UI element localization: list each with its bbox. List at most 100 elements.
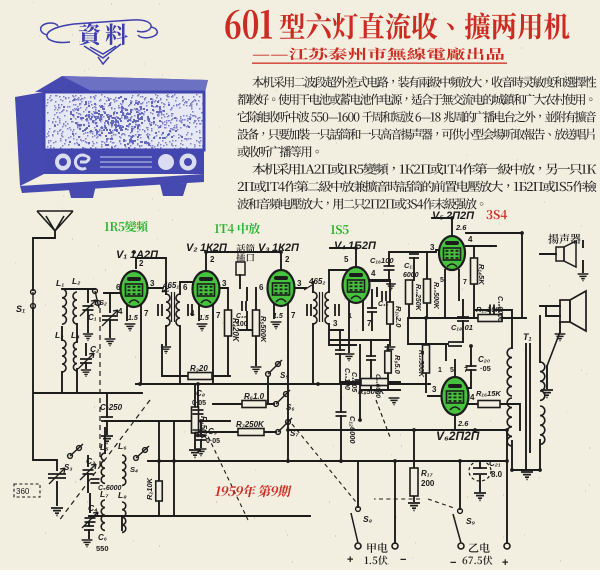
svg-text:C₅6000: C₅6000 xyxy=(98,485,121,492)
svg-text:2П2П: 2П2П xyxy=(445,210,475,222)
svg-text:5: 5 xyxy=(450,367,454,374)
svg-text:200: 200 xyxy=(421,479,435,488)
svg-text:C₁₈·01: C₁₈·01 xyxy=(451,323,473,332)
svg-text:R₁₁250K: R₁₁250K xyxy=(414,284,421,312)
svg-text:C₁₇: C₁₇ xyxy=(404,261,415,270)
svg-text:7: 7 xyxy=(144,309,149,318)
svg-text:R₂10K: R₂10K xyxy=(145,477,154,500)
svg-text:4: 4 xyxy=(371,269,376,278)
svg-text:5: 5 xyxy=(344,255,349,264)
svg-text:C₁₄6000: C₁₄6000 xyxy=(374,374,381,398)
svg-text:L₈: L₈ xyxy=(118,490,127,500)
svg-text:C₁₂6000: C₁₂6000 xyxy=(348,416,357,444)
svg-text:0·05: 0·05 xyxy=(206,438,220,445)
svg-text:R₁₆15K: R₁₆15K xyxy=(476,389,501,398)
svg-text:6: 6 xyxy=(183,283,188,292)
svg-text:R₁₀2.0: R₁₀2.0 xyxy=(394,306,403,328)
svg-text:4: 4 xyxy=(468,235,473,244)
svg-text:R₈500K: R₈500K xyxy=(358,387,385,396)
svg-text:100: 100 xyxy=(236,321,248,328)
svg-text:R₄20K: R₄20K xyxy=(231,318,240,343)
svg-text:2.6: 2.6 xyxy=(457,419,469,428)
svg-text:465₁: 465₁ xyxy=(162,281,179,290)
svg-text:L₄: L₄ xyxy=(71,330,80,340)
svg-text:3: 3 xyxy=(430,243,435,252)
svg-text:2: 2 xyxy=(210,255,215,264)
svg-text:7: 7 xyxy=(463,279,467,286)
svg-text:360: 360 xyxy=(16,487,30,496)
svg-text:R₅500K: R₅500K xyxy=(259,316,268,343)
svg-text:L₁: L₁ xyxy=(56,278,64,288)
svg-text:R₁₄5K: R₁₄5K xyxy=(477,264,486,285)
svg-text:V₆2П2П: V₆2П2П xyxy=(436,429,480,443)
svg-text:R₁₂500K: R₁₂500K xyxy=(417,350,424,378)
svg-text:C₁: C₁ xyxy=(88,313,97,322)
svg-text:C₁₀: C₁₀ xyxy=(236,313,247,320)
svg-text:L₅: L₅ xyxy=(100,442,109,452)
svg-text:7: 7 xyxy=(464,367,468,374)
svg-text:R₁₃500K: R₁₃500K xyxy=(432,282,439,310)
svg-text:C₁₁·05: C₁₁·05 xyxy=(350,372,357,392)
svg-text:C₁₉6000: C₁₉6000 xyxy=(496,296,503,322)
svg-text:C₉: C₉ xyxy=(208,427,217,436)
svg-text:+: + xyxy=(502,557,508,569)
svg-text:7: 7 xyxy=(216,311,221,320)
svg-text:2.6: 2.6 xyxy=(455,223,467,232)
svg-text:8.0: 8.0 xyxy=(491,470,503,479)
svg-text:C₁₃100: C₁₃100 xyxy=(343,368,350,390)
svg-text:1: 1 xyxy=(438,367,442,374)
svg-text:0·05: 0·05 xyxy=(192,400,206,407)
svg-text:550: 550 xyxy=(96,544,109,553)
svg-text:C₇250: C₇250 xyxy=(100,403,123,412)
svg-text:S₅: S₅ xyxy=(280,371,289,380)
svg-text:465₂: 465₂ xyxy=(308,277,325,286)
svg-text:S₆: S₆ xyxy=(286,403,295,412)
svg-text:T₁: T₁ xyxy=(523,332,532,342)
svg-text:4: 4 xyxy=(118,307,123,316)
svg-text:C₄: C₄ xyxy=(88,503,98,513)
svg-text:−: − xyxy=(450,557,456,569)
svg-text:C₆: C₆ xyxy=(98,533,107,542)
svg-text:C₃: C₃ xyxy=(86,456,95,466)
svg-text:V₂: V₂ xyxy=(186,242,198,254)
svg-text:+: + xyxy=(347,554,353,566)
svg-text:L₆: L₆ xyxy=(118,441,127,451)
svg-text:R₉5.0: R₉5.0 xyxy=(393,355,402,375)
svg-text:7: 7 xyxy=(367,319,372,328)
svg-text:7: 7 xyxy=(291,311,296,320)
svg-text:V₃: V₃ xyxy=(258,242,270,254)
svg-text:1Б2П: 1Б2П xyxy=(348,240,377,252)
svg-text:R₁₅10K: R₁₅10K xyxy=(476,305,501,314)
svg-text:C₂: C₂ xyxy=(90,344,100,354)
svg-text:3: 3 xyxy=(150,279,155,288)
svg-text:C₂₀: C₂₀ xyxy=(478,355,490,364)
svg-text:V₅: V₅ xyxy=(432,210,444,222)
svg-text:L₇: L₇ xyxy=(100,489,109,499)
svg-text:S₈: S₈ xyxy=(363,514,373,524)
svg-text:4: 4 xyxy=(470,393,475,402)
svg-text:·05: ·05 xyxy=(480,364,491,373)
svg-text:1К2П: 1К2П xyxy=(272,242,300,254)
svg-text:1.5: 1.5 xyxy=(199,315,209,322)
svg-text:3: 3 xyxy=(222,279,227,288)
svg-text:L₂: L₂ xyxy=(72,276,81,286)
svg-text:L₃: L₃ xyxy=(55,330,64,340)
svg-text:1К2П: 1К2П xyxy=(200,242,228,254)
svg-text:2: 2 xyxy=(285,255,290,264)
svg-text:S₂: S₂ xyxy=(99,298,107,307)
svg-text:−: − xyxy=(400,554,406,566)
svg-text:1: 1 xyxy=(348,313,352,320)
svg-text:S₉: S₉ xyxy=(466,516,476,526)
svg-text:4: 4 xyxy=(190,309,195,318)
svg-text:3: 3 xyxy=(432,385,437,394)
svg-text:C₁₆100: C₁₆100 xyxy=(370,256,394,265)
svg-text:R₆1.0: R₆1.0 xyxy=(244,392,265,401)
svg-text:V₄: V₄ xyxy=(334,240,346,252)
svg-text:6000: 6000 xyxy=(403,272,419,279)
svg-text:3: 3 xyxy=(297,279,302,288)
svg-text:6: 6 xyxy=(259,283,264,292)
svg-text:3: 3 xyxy=(333,319,338,328)
svg-text:S₇: S₇ xyxy=(290,429,299,438)
svg-text:1А2П: 1А2П xyxy=(130,249,159,261)
svg-text:5: 5 xyxy=(440,277,444,284)
